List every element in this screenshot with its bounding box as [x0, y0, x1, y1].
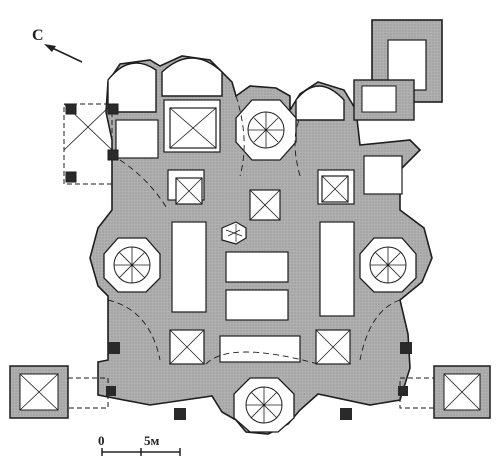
apse-north — [161, 57, 223, 97]
cross-vault-bays — [169, 107, 351, 365]
scale-end-label: 5м — [144, 433, 160, 448]
piers — [106, 342, 412, 420]
room-center-lower — [225, 289, 289, 321]
octagon-north — [235, 99, 297, 161]
octagon-west — [103, 237, 161, 293]
porch-frame — [63, 103, 113, 185]
scale-bar: 0 5м — [98, 433, 181, 456]
octagon-chapels — [103, 99, 417, 433]
octagon-east — [359, 237, 417, 293]
top-apses — [107, 57, 345, 121]
room-west-nave — [171, 221, 207, 313]
north-arrow: С — [32, 27, 83, 63]
left-wing — [9, 365, 109, 419]
bay-1 — [169, 329, 205, 365]
spiral-staircase — [221, 221, 247, 245]
tower-annex-room — [361, 85, 397, 113]
north-arrow-label: С — [32, 27, 44, 44]
bay-4 — [175, 177, 203, 205]
room-east-nave — [319, 221, 355, 317]
bay-3 — [249, 189, 281, 221]
room-east-upper — [363, 155, 403, 195]
bay-5 — [321, 175, 349, 203]
right-wing — [399, 365, 491, 419]
bay-2 — [315, 329, 351, 365]
west-porch — [63, 103, 119, 185]
bay-6 — [169, 107, 217, 149]
northeast-tower — [353, 19, 443, 121]
north-arrow-head-icon — [44, 44, 56, 52]
apse-northeast — [295, 85, 345, 121]
scale-start-label: 0 — [98, 433, 105, 448]
dashed-guides — [107, 95, 401, 365]
room-south-center — [219, 335, 301, 363]
room-north-bay — [115, 119, 159, 159]
apse-northwest — [107, 62, 157, 113]
room-center-upper — [225, 251, 289, 283]
octagon-south — [233, 377, 295, 433]
